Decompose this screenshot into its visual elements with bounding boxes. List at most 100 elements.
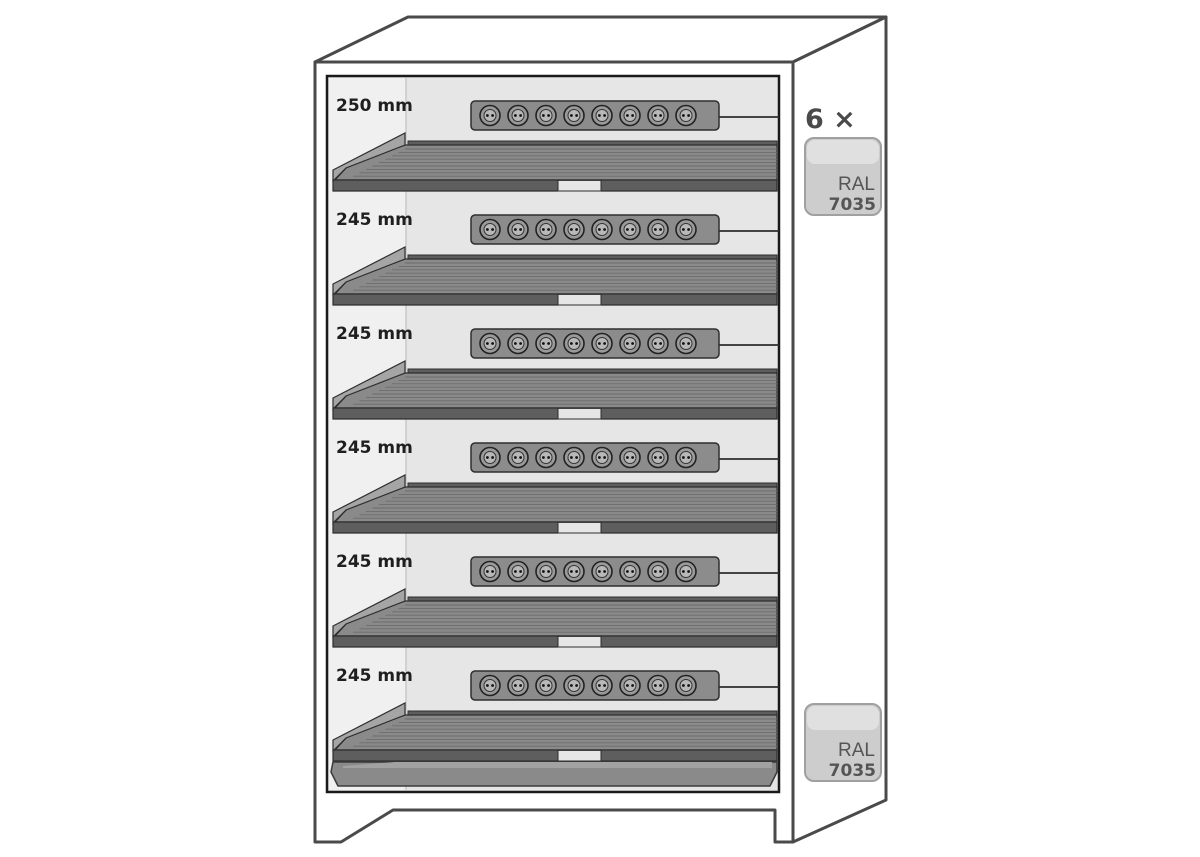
socket-pin [575,684,578,687]
socket-pin [682,342,685,345]
shelf [332,132,778,192]
socket-icon [675,560,697,583]
socket-icon [507,104,529,127]
socket-pin [659,342,662,345]
socket-pin [547,570,550,573]
socket-icon [591,446,613,469]
compartment: 245 mm [332,324,779,420]
socket-pin [542,114,545,117]
shelf-front-edge [332,749,778,762]
socket-pin [659,228,662,231]
socket-icon [619,218,641,241]
socket-pin [542,342,545,345]
socket-pin [570,456,573,459]
socket-pin [542,228,545,231]
socket-pin [491,456,494,459]
socket-pin [519,342,522,345]
socket-face [483,109,497,122]
socket-pin [519,684,522,687]
shelf-side-lip [332,474,406,525]
bottom-sump [330,761,778,787]
socket-face [595,565,609,578]
socket-face [539,565,553,578]
ral-code: 7035 [829,761,876,781]
socket-face [567,223,581,236]
socket-pin [687,114,690,117]
socket-pin [654,114,657,117]
socket-face [651,679,665,692]
sump-tray-inner [343,762,772,768]
socket-face [567,565,581,578]
socket-pin [682,570,685,573]
socket-pin [682,684,685,687]
socket-pin [547,342,550,345]
socket-pin [603,114,606,117]
interior-left-wall [329,78,406,790]
socket-icon [647,560,669,583]
socket-icon [563,104,585,127]
socket-icon [563,218,585,241]
socket-icon [479,674,501,697]
socket-icon [479,104,501,127]
shelf [332,702,778,762]
socket-icon [507,560,529,583]
socket-icon [591,332,613,355]
socket-pin [654,684,657,687]
socket-face [651,565,665,578]
socket-pin [547,228,550,231]
socket-icon [591,560,613,583]
socket-icon [563,674,585,697]
socket-icon [619,332,641,355]
shelf-side-lip [332,132,406,183]
socket-face [595,679,609,692]
socket-icon [479,218,501,241]
socket-pin [575,342,578,345]
socket-icon [619,674,641,697]
socket-pin [570,342,573,345]
compartment: 245 mm [332,438,779,534]
shelf-side-lip [332,246,406,297]
socket-face [567,451,581,464]
shelf-side-lip [332,360,406,411]
socket-face [483,679,497,692]
socket-pin [519,114,522,117]
socket-pin [542,684,545,687]
socket-pin [631,456,634,459]
socket-pin [687,456,690,459]
shelf-notch-outline [557,522,602,534]
compartment-height-label: 250 mm [336,96,413,116]
socket-pin [682,456,685,459]
compartment: 245 mm [332,210,779,306]
socket-pin [631,684,634,687]
ral-code: 7035 [829,195,876,215]
compartment-height-label: 245 mm [336,324,413,344]
socket-pin [514,456,517,459]
socket-pin [491,342,494,345]
socket-face [567,337,581,350]
socket-pin [570,570,573,573]
shelf-notch-outline [557,636,602,648]
socket-pin [603,342,606,345]
shelf-front-edge [332,293,778,306]
socket-pin [598,684,601,687]
socket-icon [507,332,529,355]
socket-face [623,451,637,464]
socket-pin [659,570,662,573]
socket-icon [479,332,501,355]
socket-pin [654,570,657,573]
socket-icon [675,218,697,241]
socket-pin [519,228,522,231]
socket-icon [535,104,557,127]
socket-pin [542,570,545,573]
socket-icon [479,560,501,583]
socket-face [539,679,553,692]
socket-pin [598,342,601,345]
socket-icon [675,674,697,697]
socket-face [539,337,553,350]
socket-pin [491,114,494,117]
socket-face [623,109,637,122]
socket-face [623,679,637,692]
shelf-front-edge [332,407,778,420]
